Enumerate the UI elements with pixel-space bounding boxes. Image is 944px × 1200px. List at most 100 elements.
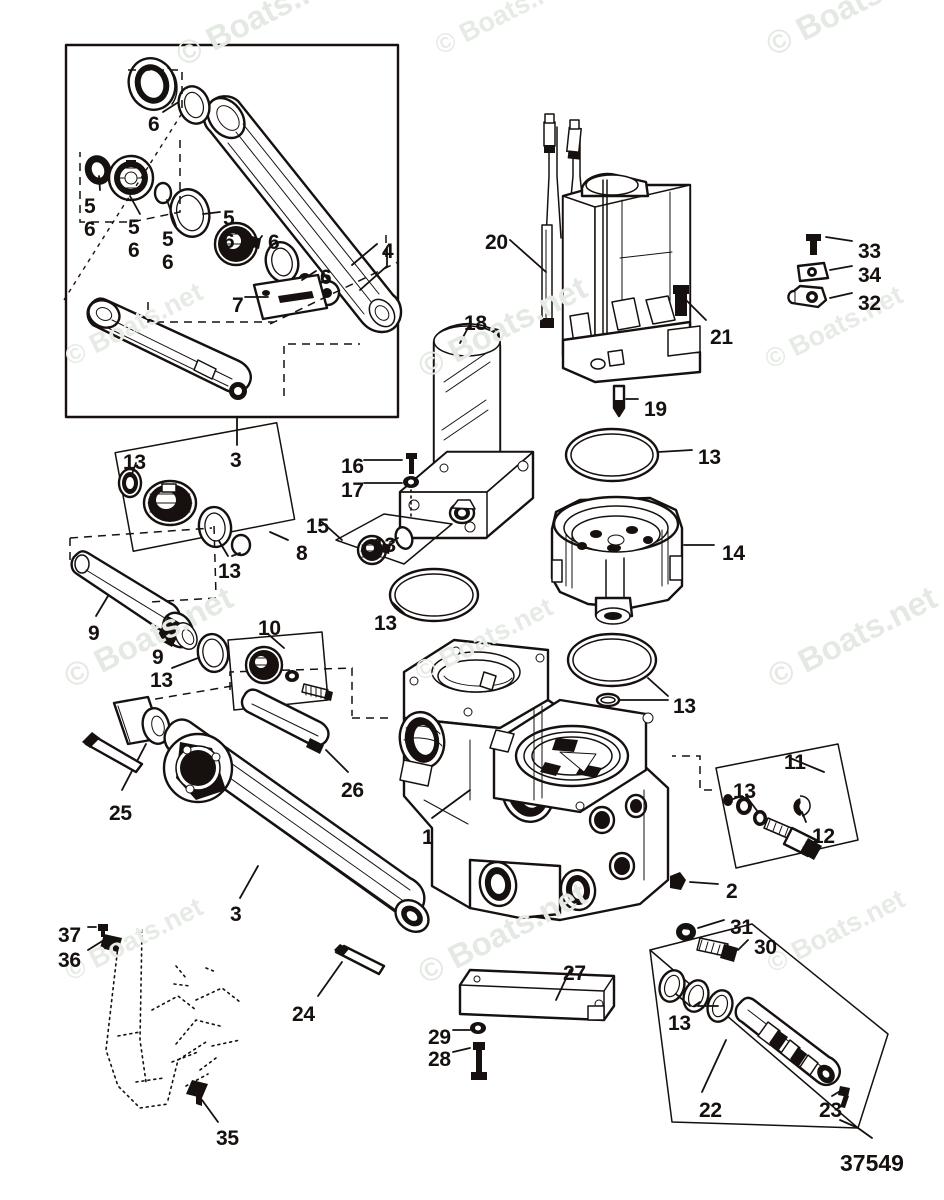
callout-label-15: 15 [306, 515, 329, 538]
hardware-33-34-32 [787, 234, 830, 309]
callout-label-30: 30 [754, 936, 777, 959]
callout-label-1: 1 [422, 826, 434, 849]
callout-label-4: 4 [382, 240, 394, 263]
kit-15-plate [335, 513, 453, 566]
callout-label-23: 23 [819, 1099, 842, 1122]
callout-label-13: 13 [733, 780, 756, 803]
callout-label-20: 20 [485, 231, 508, 254]
drawing-number: 37549 [840, 1150, 904, 1176]
callout-label-33: 33 [858, 240, 881, 263]
callout-label-13: 13 [123, 451, 146, 474]
callout-label-13: 13 [668, 1012, 691, 1035]
trim-cylinder-3 [112, 695, 430, 933]
callout-label-7: 7 [232, 294, 244, 317]
callout-label-37: 37 [58, 924, 81, 947]
decal-plate-7 [252, 273, 329, 321]
kit-11-plate [672, 743, 859, 869]
callout-label-16: 16 [341, 455, 364, 478]
callout-label-6: 6 [148, 113, 160, 136]
callout-label-5: 5 [84, 195, 96, 218]
callout-label-21: 21 [710, 326, 733, 349]
callout-label-14: 14 [722, 542, 745, 565]
callout-label-13: 13 [150, 669, 173, 692]
plug-2 [670, 872, 686, 890]
washer-31 [676, 923, 696, 941]
bolt-30 [696, 937, 738, 962]
callout-label-6: 6 [128, 239, 140, 262]
callout-label-11: 11 [784, 751, 806, 774]
callout-label-2: 2 [726, 880, 738, 903]
washer-17 [403, 476, 419, 488]
kit-10-plate [149, 631, 333, 711]
screw-21 [673, 285, 689, 316]
piston-valve-6 [213, 221, 261, 267]
washer-29 [470, 1022, 486, 1034]
trim-cylinder-upper [202, 95, 403, 334]
callout-label-8: 8 [296, 542, 308, 565]
pin-19 [612, 384, 626, 418]
callout-label-19: 19 [644, 398, 667, 421]
pump-adapter-14 [550, 495, 684, 625]
callout-label-5: 5 [162, 228, 174, 251]
callout-label-36: 36 [58, 949, 81, 972]
oring-13-mid-right [566, 632, 658, 688]
callout-label-6: 6 [84, 218, 96, 241]
pump-body-1 [398, 638, 670, 922]
callout-label-24: 24 [292, 1003, 315, 1026]
callout-label-13: 13 [373, 534, 396, 557]
callout-label-28: 28 [428, 1048, 451, 1071]
gland-nut-in-8 [142, 479, 198, 527]
reservoir-fitting [448, 499, 476, 525]
callout-label-13: 13 [698, 446, 721, 469]
port-left [398, 710, 446, 770]
rod-gland-nut-5 [107, 154, 155, 202]
callout-label-10: 10 [258, 617, 281, 640]
transom-ghost [98, 924, 241, 1109]
callout-label-22: 22 [699, 1099, 722, 1122]
gerotor-face [492, 698, 654, 814]
cylinder-pivot [162, 732, 234, 804]
callout-label-34: 34 [858, 264, 881, 287]
pin-26 [229, 667, 392, 754]
callout-label-6: 6 [223, 230, 235, 253]
callout-label-12: 12 [812, 825, 835, 848]
seal-kit-box-4 [63, 43, 403, 419]
callout-label-6: 6 [162, 251, 174, 274]
callout-label-9: 9 [88, 622, 100, 645]
callout-label-27: 27 [563, 962, 586, 985]
bolt-16 [406, 453, 417, 474]
callout-label-26: 26 [341, 779, 364, 802]
kit-8-plate [114, 422, 296, 557]
reservoir-18 [398, 322, 535, 540]
valve-in-10 [244, 645, 284, 685]
callout-label-25: 25 [109, 802, 132, 825]
small-oring-5 [84, 155, 112, 185]
oring-13-upper [564, 427, 660, 483]
pin-25 [82, 732, 144, 774]
callout-label-6: 6 [320, 266, 332, 289]
end-cap-ring-6 [127, 57, 178, 111]
callout-label-17: 17 [341, 479, 364, 502]
callout-label-13: 13 [374, 612, 397, 635]
kit-22-plate [649, 923, 889, 1129]
manifold-27 [458, 968, 616, 1022]
oring-13-in-8 [117, 467, 143, 499]
callout-label-18: 18 [464, 312, 487, 335]
oring-13-mid-left [388, 567, 480, 623]
callout-label-5: 5 [128, 216, 140, 239]
trim-pump-motor-20 [540, 113, 702, 384]
cylinder-rod-lower [86, 297, 252, 400]
callout-label-13: 13 [673, 695, 696, 718]
valve-13-in-15 [356, 534, 391, 566]
callout-label-35: 35 [216, 1127, 239, 1150]
callout-label-3: 3 [230, 449, 242, 472]
piston-assembly-22 [734, 996, 841, 1087]
callout-label-32: 32 [858, 292, 881, 315]
callout-label-5: 5 [223, 207, 235, 230]
callout-label-13: 13 [218, 560, 241, 583]
bolt-28 [471, 1042, 487, 1080]
pin-24 [334, 944, 386, 976]
callout-label-3: 3 [230, 903, 242, 926]
